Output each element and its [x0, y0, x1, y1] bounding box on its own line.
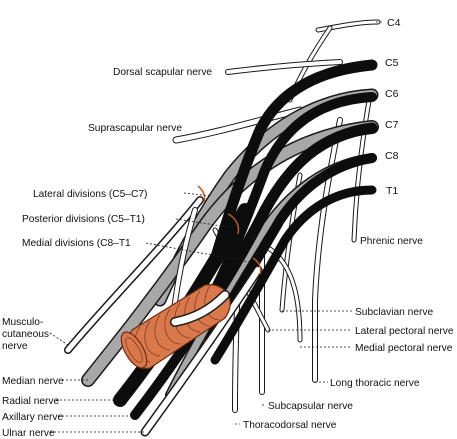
label-median-nerve: Median nerve [2, 376, 64, 387]
label-dorsal-scapular-nerve: Dorsal scapular nerve [113, 67, 212, 78]
label-ulnar-nerve: Ulnar nerve [2, 428, 55, 439]
label-radial-nerve: Radial nerve [2, 396, 60, 407]
label-c4: C4 [387, 17, 401, 29]
nerve-paths [64, 19, 381, 437]
label-medial-pectoral-nerve: Medial pectoral nerve [355, 343, 453, 354]
division-markers [197, 185, 262, 275]
label-subclavian-nerve: Subclavian nerve [355, 307, 433, 318]
label-lateral-divisions: Lateral divisions (C5–C7) [33, 189, 147, 200]
label-c5: C5 [385, 57, 399, 69]
label-phrenic-nerve: Phrenic nerve [360, 236, 423, 247]
label-axillary-nerve: Axillary nerve [2, 412, 63, 423]
root-c6-nerve [205, 92, 377, 305]
leader-lines [49, 21, 384, 433]
label-subcapsular-nerve: Subcapsular nerve [268, 401, 353, 412]
root-c5-nerve [209, 59, 378, 266]
label-posterior-divisions: Posterior divisions (C5–T1) [22, 214, 145, 225]
label-long-thoracic-nerve: Long thoracic nerve [330, 378, 420, 389]
label-c8: C8 [385, 150, 399, 162]
label-musculocutaneous-line3: nerve [2, 341, 28, 352]
label-t1: T1 [386, 185, 398, 197]
label-suprascapular-nerve: Suprascapular nerve [88, 123, 182, 134]
label-medial-divisions: Medial divisions (C8–T1 [22, 238, 131, 249]
labels: C4 C5 C6 C7 C8 T1 Dorsal scapular nerve … [2, 17, 454, 439]
label-thoracodorsal-nerve: Thoracodorsal nerve [243, 420, 337, 431]
label-c7: C7 [385, 119, 399, 131]
label-musculocutaneous-line1: Musculo- [2, 317, 43, 328]
label-c6: C6 [385, 88, 399, 100]
label-lateral-pectoral-nerve: Lateral pectoral nerve [355, 326, 454, 337]
label-musculocutaneous-line2: cutaneous [2, 329, 49, 340]
root-t1-nerve [210, 185, 377, 365]
